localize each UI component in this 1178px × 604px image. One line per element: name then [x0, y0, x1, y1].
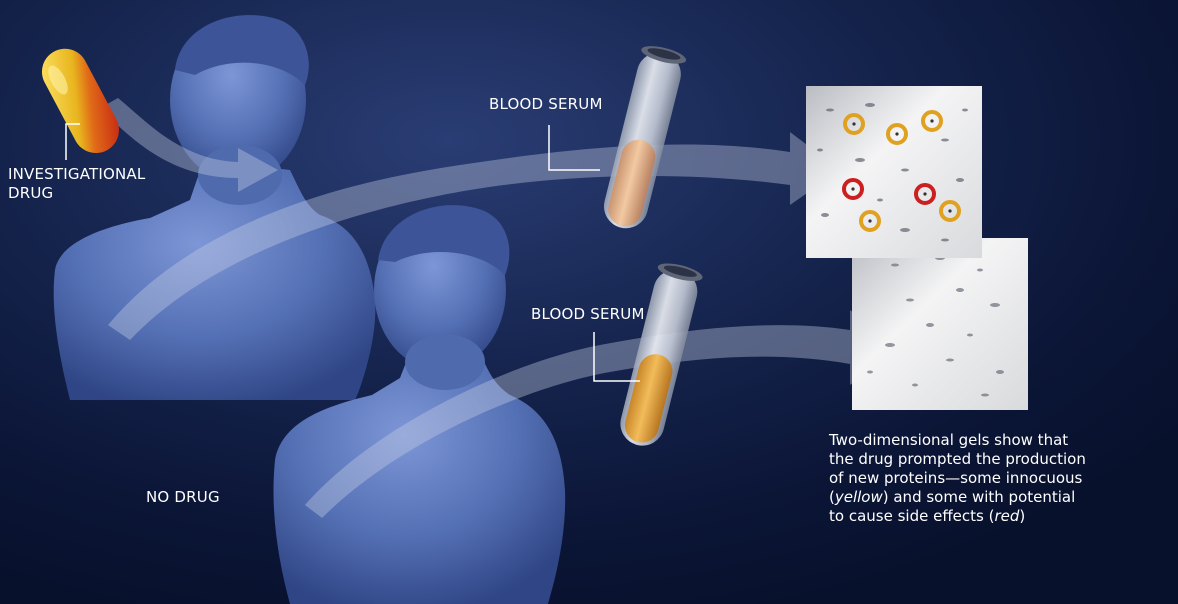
- caption-line-3: of new proteins—some innocuous: [829, 469, 1174, 488]
- gel-with-drug: [806, 86, 982, 258]
- caption-yellow-word: yellow: [835, 488, 883, 506]
- caption-close-paren: ): [1019, 507, 1025, 525]
- label-investigational-drug-line1: INVESTIGATIONAL: [8, 165, 145, 184]
- caption-line-2: the drug prompted the production: [829, 450, 1174, 469]
- label-no-drug: NO DRUG: [146, 488, 220, 507]
- label-investigational-drug-line2: DRUG: [8, 184, 145, 203]
- caption-line-1: Two-dimensional gels show that: [829, 431, 1174, 450]
- test-tube-with-drug: [598, 43, 687, 234]
- caption: Two-dimensional gels show that the drug …: [829, 431, 1174, 526]
- caption-line-4-rest: ) and some with potential: [883, 488, 1076, 506]
- label-blood-serum-top: BLOOD SERUM: [489, 95, 603, 114]
- caption-line-4: (yellow) and some with potential: [829, 488, 1174, 507]
- caption-line-5: to cause side effects (red): [829, 507, 1174, 526]
- gel-no-drug: [852, 238, 1028, 410]
- label-blood-serum-bottom: BLOOD SERUM: [531, 305, 645, 324]
- label-investigational-drug: INVESTIGATIONAL DRUG: [8, 165, 145, 203]
- caption-red-word: red: [994, 507, 1019, 525]
- caption-line-5-start: to cause side effects (: [829, 507, 994, 525]
